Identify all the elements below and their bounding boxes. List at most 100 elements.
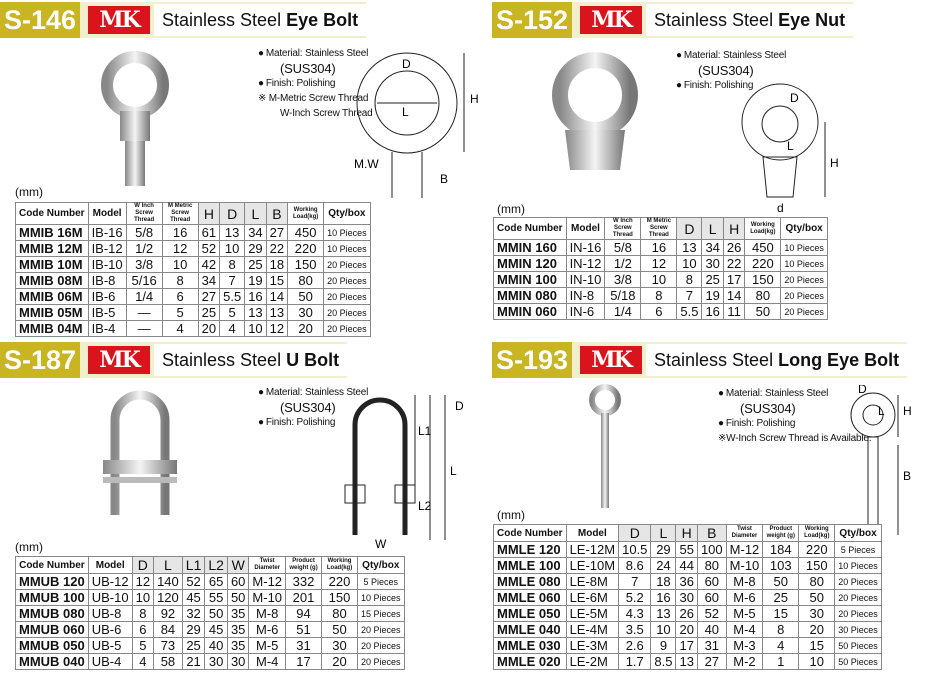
column-header: H	[197, 202, 221, 225]
table-cell: 20 Pieces	[780, 271, 828, 288]
table-cell: 10	[650, 621, 677, 638]
table-cell: LE-10M	[565, 557, 620, 574]
table-cell: 80	[798, 573, 836, 590]
column-header: Model	[565, 524, 620, 542]
table-cell: 20	[321, 653, 359, 670]
table-cell: 50	[321, 621, 359, 638]
code-number-cell: MMIN 060	[493, 303, 567, 320]
table-cell: 31	[696, 637, 727, 654]
column-header: B	[265, 202, 289, 225]
table-cell: 150	[744, 271, 782, 288]
table-cell: 65	[204, 573, 228, 590]
table-cell: 50	[744, 303, 782, 320]
table-cell: M-5	[725, 605, 764, 622]
spec-note: Material: Stainless Steel	[258, 385, 368, 400]
table-cell: 13	[265, 304, 289, 321]
spec-notes: Material: Stainless Steel(SUS304)Finish:…	[258, 385, 368, 430]
table-cell: 20	[675, 621, 698, 638]
table-cell: 60	[226, 573, 250, 590]
table-cell: 36	[675, 573, 698, 590]
brand-logo: MK	[88, 6, 150, 34]
table-cell: LE-8M	[565, 573, 620, 590]
table-cell: UB-12	[87, 573, 133, 590]
table-cell: 30	[321, 637, 359, 654]
table-cell: 19	[701, 287, 724, 304]
table-cell: M-4	[725, 621, 764, 638]
table-cell: 80	[321, 605, 359, 622]
column-header: L1	[181, 556, 206, 574]
code-number-cell: MMUB 040	[15, 653, 89, 670]
dimension-label: M.W	[354, 157, 379, 171]
table-cell: 150	[798, 557, 836, 574]
table-cell: 51	[285, 621, 323, 638]
table-cell: 5 Pieces	[834, 541, 882, 558]
table-cell: IN-16	[565, 239, 606, 256]
table-cell: 12	[265, 320, 289, 337]
column-header: D	[131, 556, 155, 574]
code-number-cell: MMIB 08M	[15, 272, 89, 289]
title-prefix: Stainless Steel	[162, 10, 282, 30]
table-cell: 5	[131, 637, 155, 654]
table-cell: M-10	[248, 589, 287, 606]
table-cell: 22	[265, 240, 289, 257]
table-cell: 29	[181, 621, 206, 638]
code-number-cell: MMUB 120	[15, 573, 89, 590]
column-header: Code Number	[493, 524, 567, 542]
code-number-cell: MMIB 05M	[15, 304, 89, 321]
code-number-cell: MMLE 060	[493, 589, 567, 606]
table-cell: 20 Pieces	[357, 621, 405, 638]
code-number-cell: MMIN 100	[493, 271, 567, 288]
table-cell: 8	[762, 621, 800, 638]
table-cell: UB-8	[87, 605, 133, 622]
table-cell: 5	[219, 304, 246, 321]
spec-note: Finish: Polishing	[258, 415, 368, 430]
table-cell: 34	[701, 239, 724, 256]
section-code-badge: S-152	[492, 2, 572, 38]
table-cell: 20 Pieces	[834, 589, 882, 606]
table-cell: LE-5M	[565, 605, 620, 622]
column-header: Model	[565, 217, 606, 240]
table-cell: 8	[131, 605, 155, 622]
table-cell: 17	[675, 637, 698, 654]
table-cell: 14	[722, 287, 746, 304]
table-cell: —	[125, 320, 163, 337]
table-cell: 1/2	[125, 240, 163, 257]
table-cell: 50	[204, 605, 228, 622]
spec-notes: Material: Stainless Steel(SUS304)Finish:…	[718, 386, 872, 446]
table-cell: 10	[161, 256, 199, 273]
table-cell: 20 Pieces	[323, 256, 371, 273]
product-photo	[101, 51, 169, 186]
table-cell: 103	[762, 557, 800, 574]
table-cell: 8	[161, 272, 199, 289]
table-cell: 5/18	[604, 287, 642, 304]
table-cell: M-2	[725, 653, 764, 670]
column-header: Model	[87, 556, 133, 574]
table-cell: 4	[161, 320, 199, 337]
column-header: M Metric Screw Thread	[640, 217, 678, 240]
code-number-cell: MMIB 16M	[15, 224, 89, 241]
dimension-label: B	[440, 172, 448, 186]
section-code-badge: S-187	[0, 342, 80, 378]
table-cell: 332	[285, 573, 323, 590]
table-cell: 10	[131, 589, 155, 606]
column-header: W Inch Screw Thread	[604, 217, 642, 240]
column-header: Code Number	[15, 556, 89, 574]
table-cell: 20 Pieces	[357, 653, 405, 670]
column-header: M Metric Screw Thread	[161, 202, 199, 225]
table-cell: M-8	[725, 573, 764, 590]
table-cell: UB-6	[87, 621, 133, 638]
column-header: Product weight (g)	[285, 556, 323, 574]
